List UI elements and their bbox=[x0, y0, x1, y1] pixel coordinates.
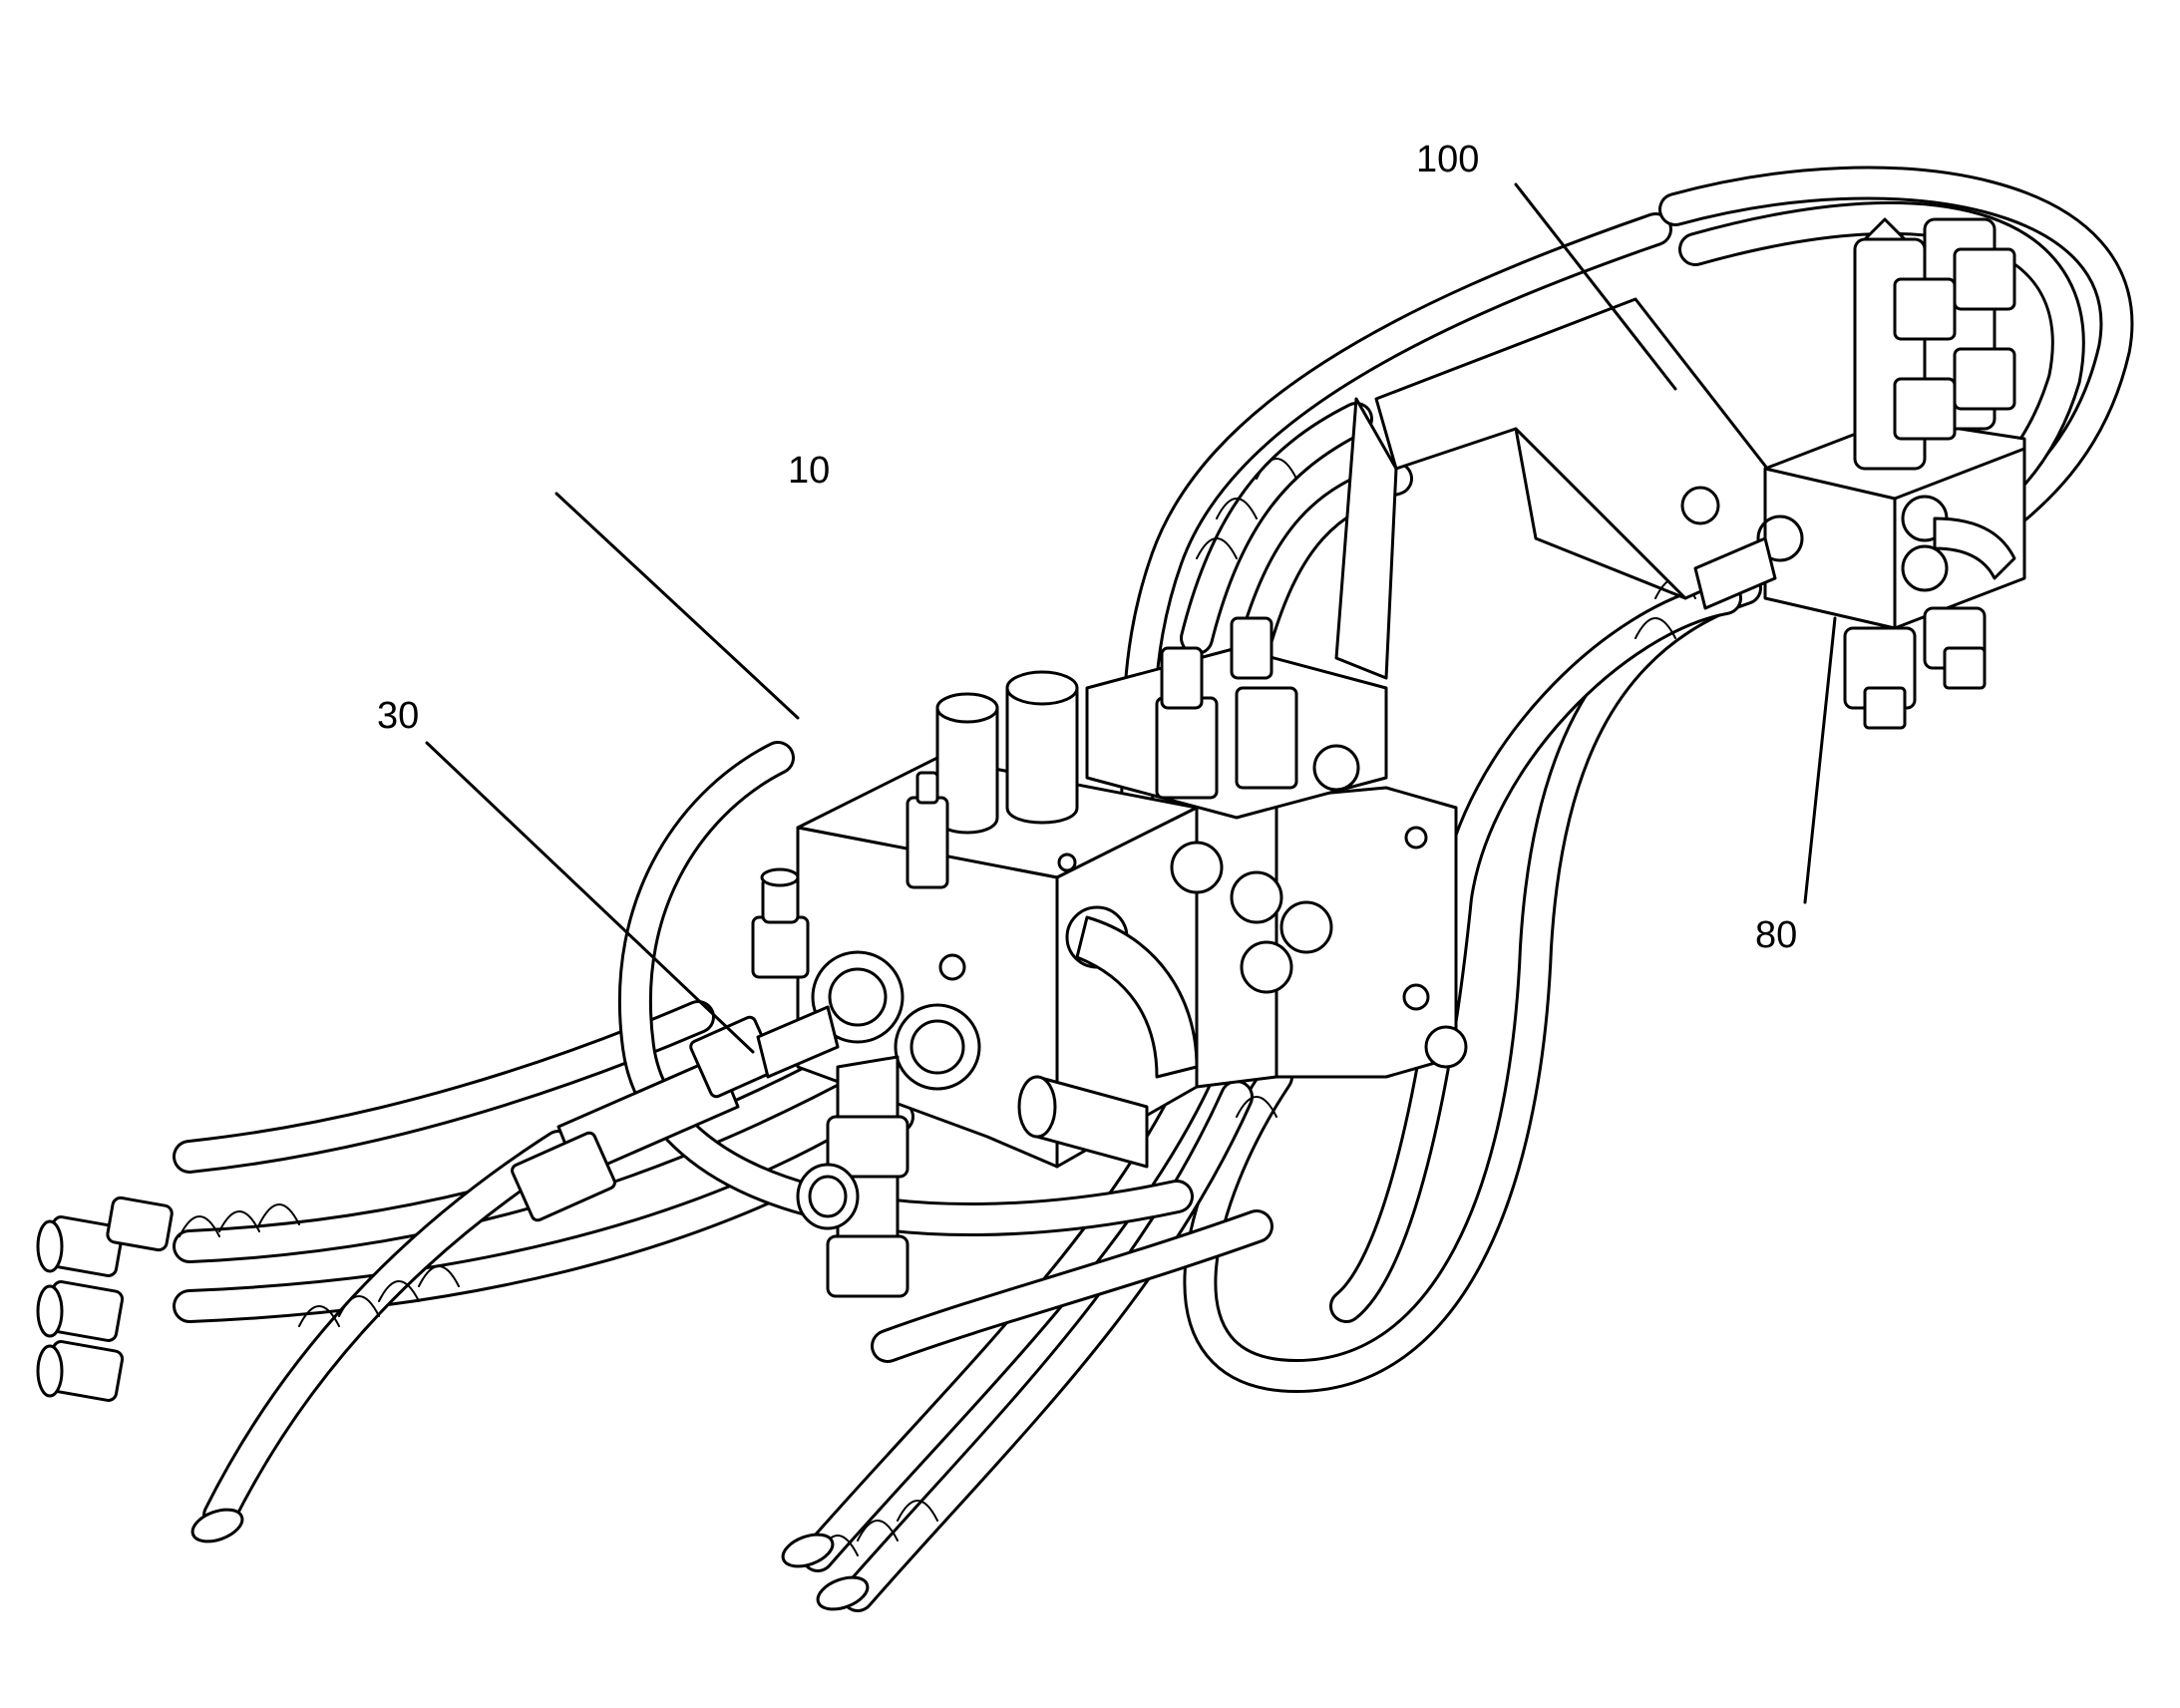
filter-30 bbox=[511, 1005, 840, 1222]
valve-block-80 bbox=[1693, 217, 2026, 730]
label-30: 30 bbox=[377, 695, 419, 737]
hose-end-caps bbox=[190, 1508, 870, 1611]
mounting-bracket bbox=[1334, 297, 1777, 680]
label-100: 100 bbox=[1416, 139, 1479, 180]
quick-couplings bbox=[36, 1196, 174, 1402]
label-10: 10 bbox=[788, 450, 830, 492]
leader-lines bbox=[425, 182, 1837, 1054]
label-80: 80 bbox=[1755, 914, 1797, 956]
valve-block-10 bbox=[751, 616, 1468, 1298]
